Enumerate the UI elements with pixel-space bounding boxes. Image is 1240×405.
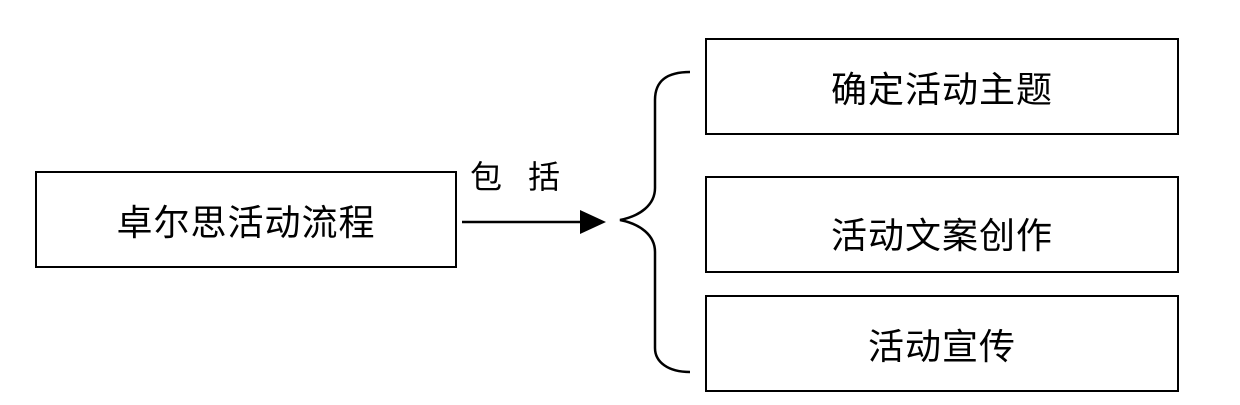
child-box-3: 活动宣传: [705, 295, 1179, 392]
child-label-1: 确定活动主题: [830, 69, 1053, 111]
child-box-1: 确定活动主题: [705, 38, 1179, 135]
child-box-2: 活动文案创作: [705, 176, 1179, 273]
process-root-box: 卓尔思活动流程: [35, 171, 457, 268]
curly-brace: [619, 70, 691, 374]
connector-label: 包括: [470, 158, 587, 196]
child-label-3: 活动宣传: [867, 326, 1016, 368]
connector-arrow-head: [580, 210, 606, 234]
process-root-label: 卓尔思活动流程: [116, 202, 376, 244]
child-label-2: 活动文案创作: [830, 215, 1053, 257]
